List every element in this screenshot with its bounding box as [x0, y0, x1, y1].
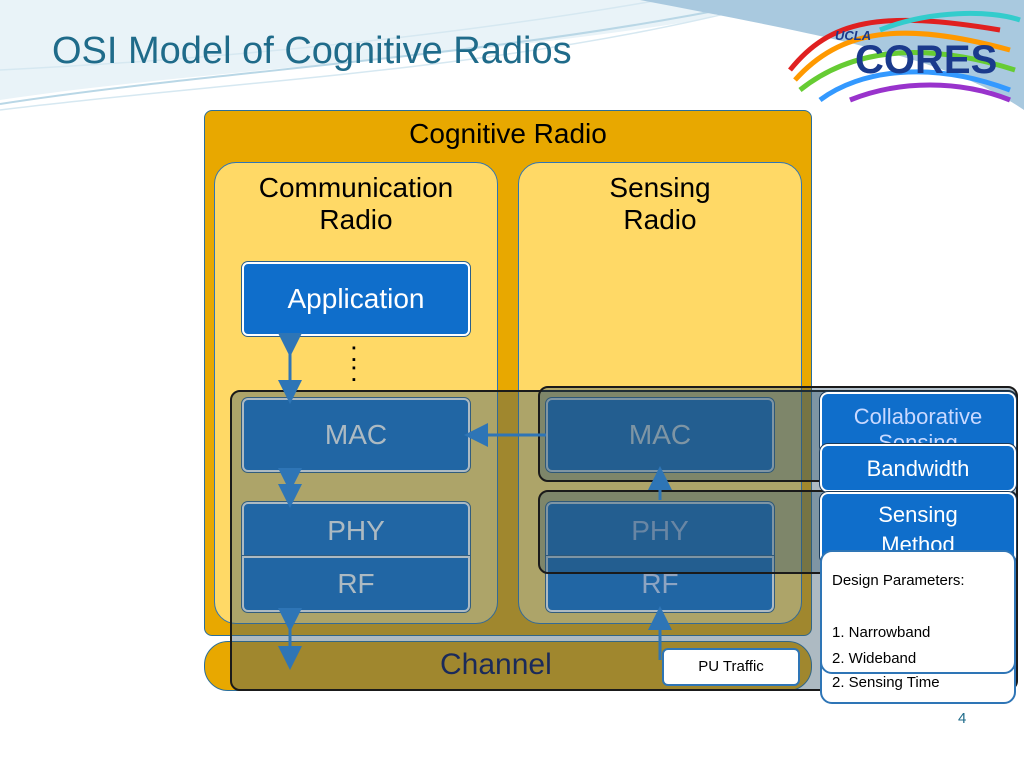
sensing-method-line1: Sensing [878, 502, 958, 527]
bandwidth-box: Bandwidth [820, 444, 1016, 492]
comm-mac-layer: MAC [242, 398, 470, 472]
slide-title: OSI Model of Cognitive Radios [52, 30, 572, 72]
sensing-radio-title-line1: Sensing [609, 172, 711, 203]
channel-label: Channel [440, 648, 552, 681]
sensing-radio-title: Sensing Radio [518, 172, 802, 236]
sensing-time-text: 2. Sensing Time [832, 674, 940, 691]
logo-ucla-text: UCLA [835, 28, 872, 43]
communication-radio-title: Communication Radio [214, 172, 498, 236]
logo-cores-text: CORES [855, 38, 998, 82]
communication-radio-title-line2: Radio [319, 204, 393, 235]
sensing-radio-title-line2: Radio [623, 204, 697, 235]
communication-radio-title-line1: Communication [258, 172, 454, 203]
comm-rf-layer: RF [242, 556, 470, 612]
design-parameters-heading: Design Parameters: [832, 572, 965, 589]
layer-ellipsis: : : [350, 336, 358, 387]
comm-application-layer: Application [242, 262, 470, 336]
cores-ribbon-icon [788, 10, 1021, 103]
page-number: 4 [958, 710, 967, 727]
pu-traffic-box: PU Traffic [662, 648, 800, 686]
design-param-item: 2. Wideband [832, 650, 917, 667]
sensing-mac-layer: MAC [546, 398, 774, 472]
cognitive-radio-label: Cognitive Radio [409, 118, 607, 149]
design-param-item: 1. Narrowband [832, 624, 931, 641]
collaborative-sensing-line1: Collaborative [853, 404, 983, 429]
design-parameters-card: Design Parameters: 1. Narrowband 2. Wide… [820, 550, 1016, 674]
